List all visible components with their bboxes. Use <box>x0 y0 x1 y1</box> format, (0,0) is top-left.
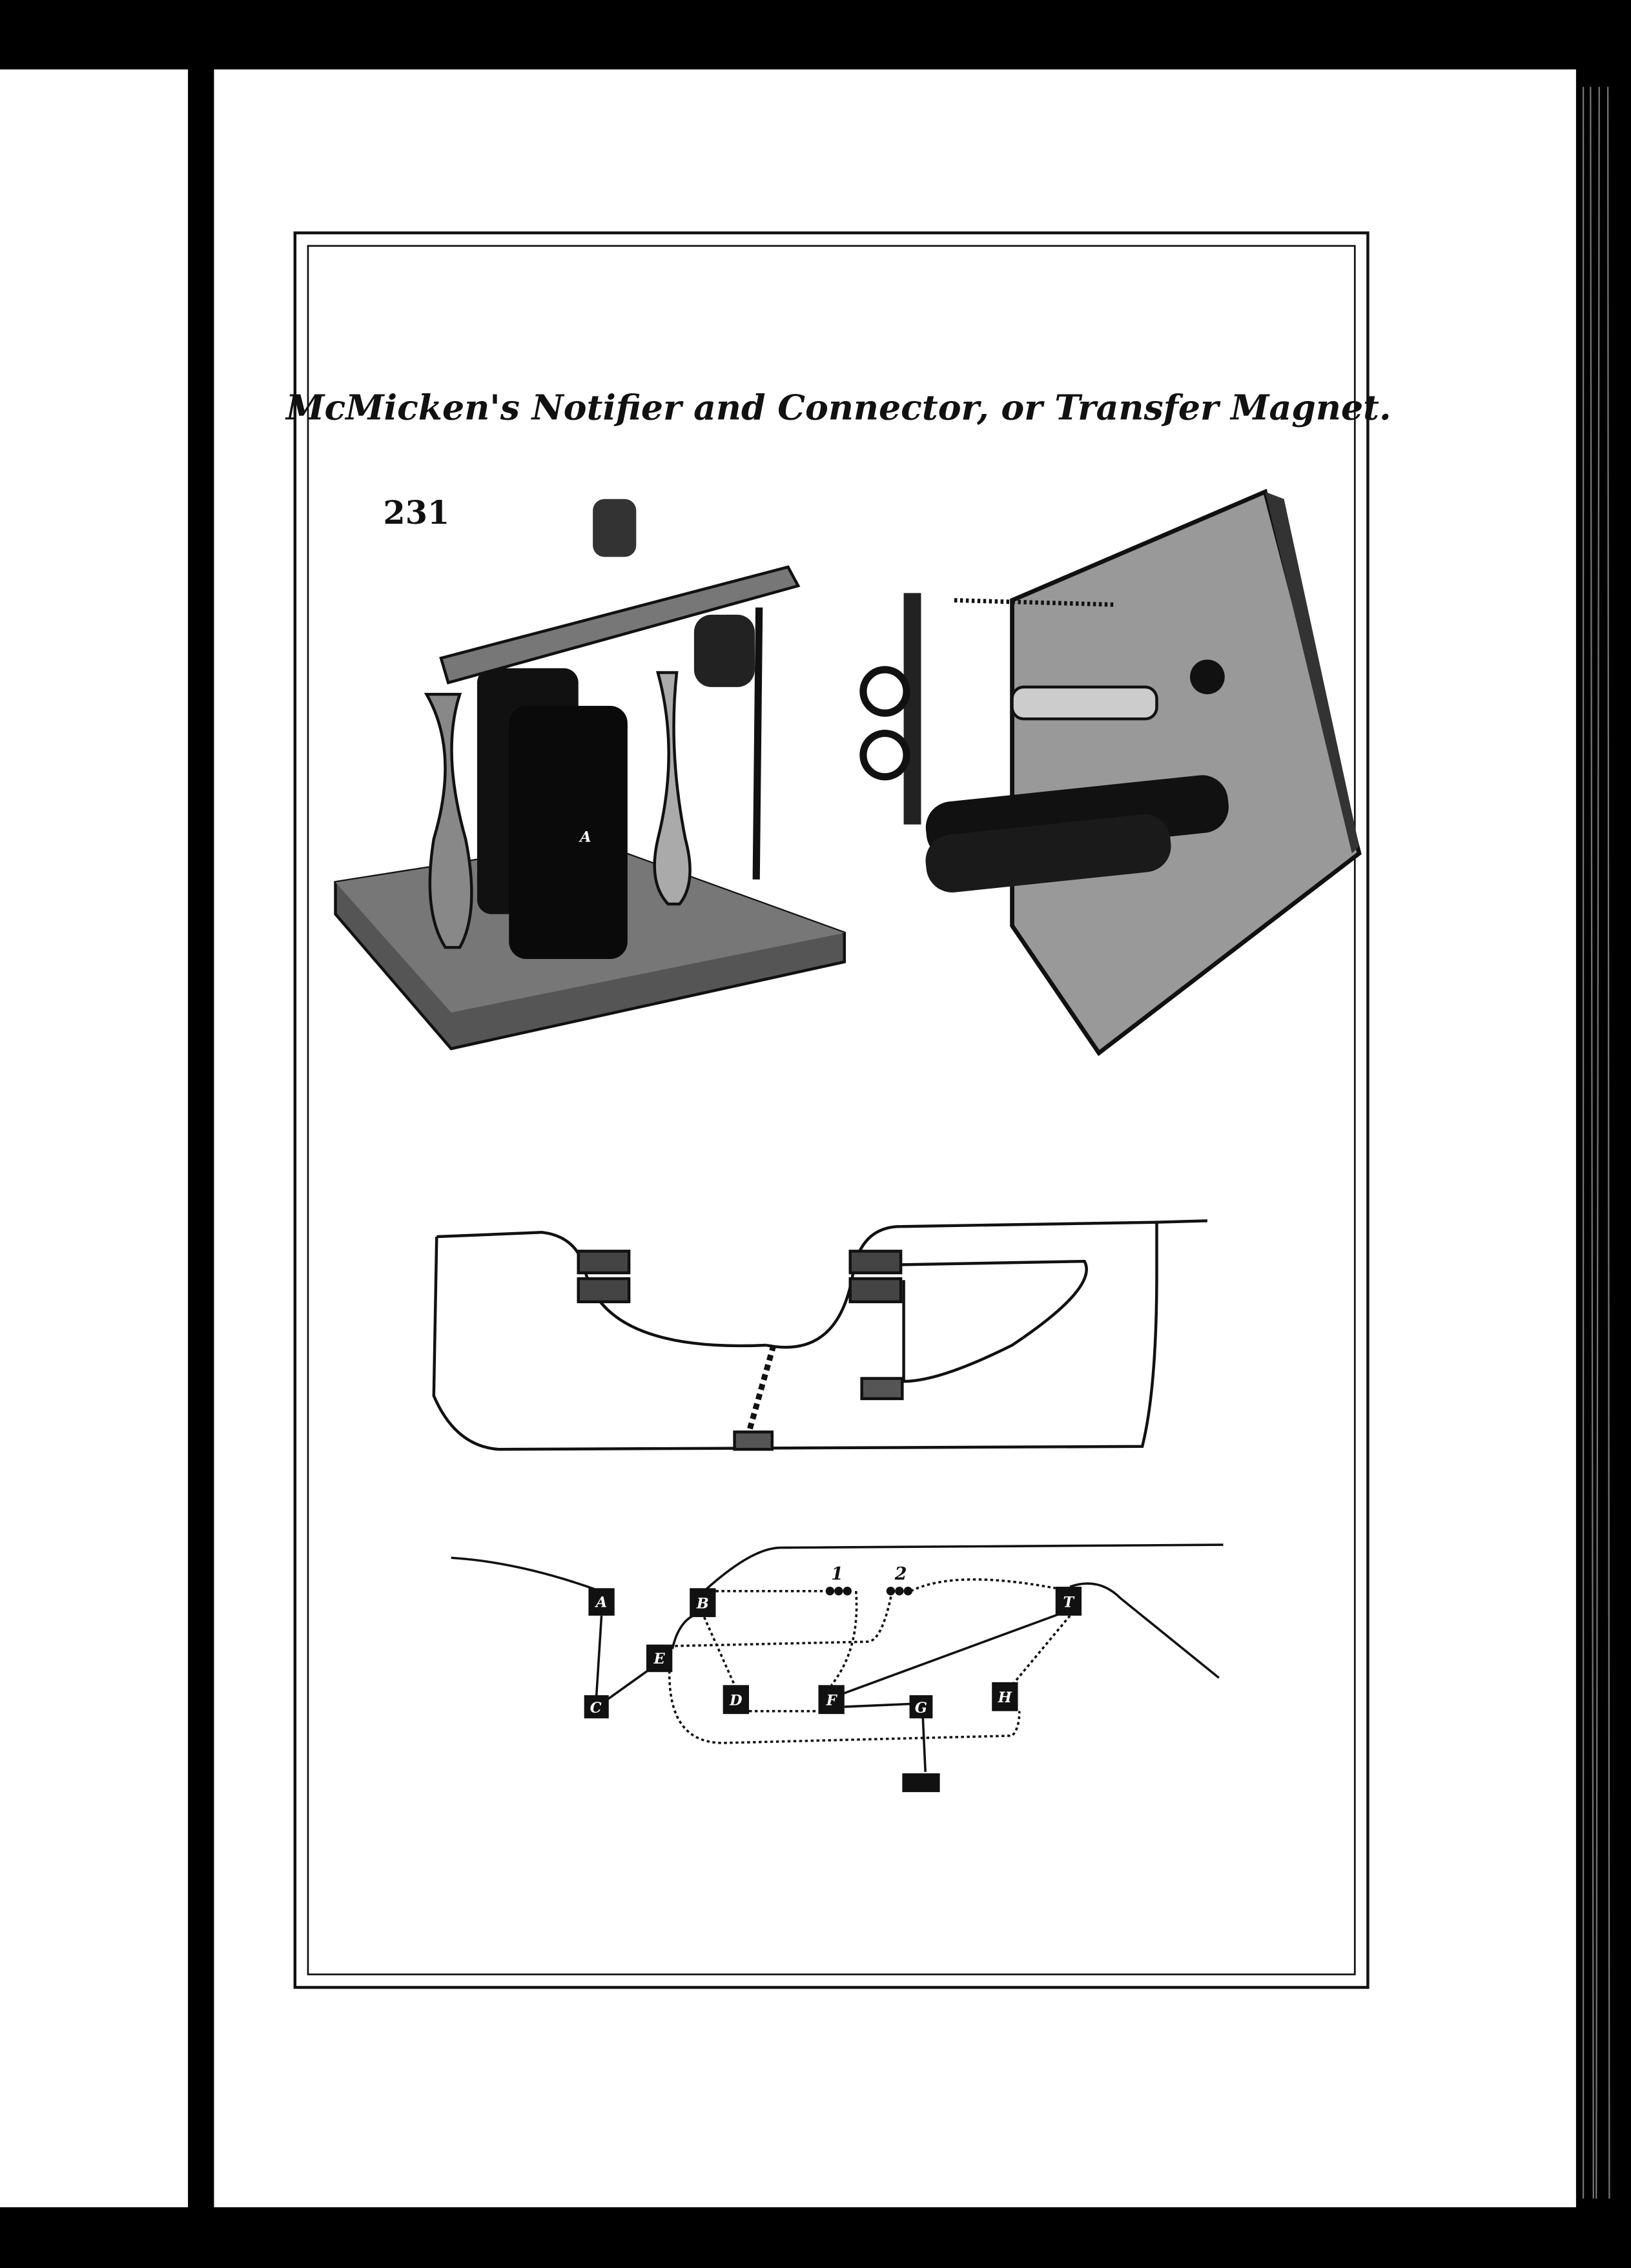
right-page <box>214 69 1576 2207</box>
outer-frame <box>293 231 1369 1989</box>
circuit-diagram-2 <box>451 1543 1224 1793</box>
relay-box-a <box>588 1588 615 1616</box>
notifier-apparatus-illustration: A <box>334 499 846 1051</box>
connector-apparatus-illustration <box>859 488 1362 1057</box>
circuit-label-a: A <box>595 1594 607 1611</box>
relay-box-d <box>723 1685 749 1715</box>
circuit-label-b: B <box>696 1596 709 1613</box>
circuit-label-c: C <box>590 1700 602 1716</box>
relay-box-g <box>909 1695 933 1718</box>
relay-box-e <box>646 1644 673 1673</box>
page-edge-texture <box>1582 87 1610 2199</box>
circuit-diagram-1 <box>432 1219 1207 1451</box>
ground-box <box>902 1773 940 1793</box>
circuit-label-h: H <box>998 1689 1012 1706</box>
left-page <box>0 69 189 2207</box>
circuit-label-d: D <box>729 1693 743 1709</box>
figure-label-a: A <box>579 829 591 846</box>
circuit-label-f: F <box>826 1693 838 1709</box>
relay-box-h <box>992 1682 1018 1711</box>
relay-box-c <box>584 1695 609 1718</box>
relay-box-t <box>1055 1587 1082 1616</box>
circuit-label-1: 1 <box>831 1564 843 1584</box>
circuit-label-t: T <box>1063 1594 1075 1611</box>
inner-frame <box>307 245 1356 1975</box>
circuit-label-g: G <box>915 1700 927 1716</box>
relay-box-f <box>818 1685 845 1715</box>
circuit-label-2: 2 <box>894 1564 907 1584</box>
relay-box-b <box>690 1588 716 1618</box>
plate-number: 231 <box>383 494 449 531</box>
circuit-label-e: E <box>653 1651 666 1667</box>
plate-title: McMicken's Notifier and Connector, or Tr… <box>285 387 1391 428</box>
